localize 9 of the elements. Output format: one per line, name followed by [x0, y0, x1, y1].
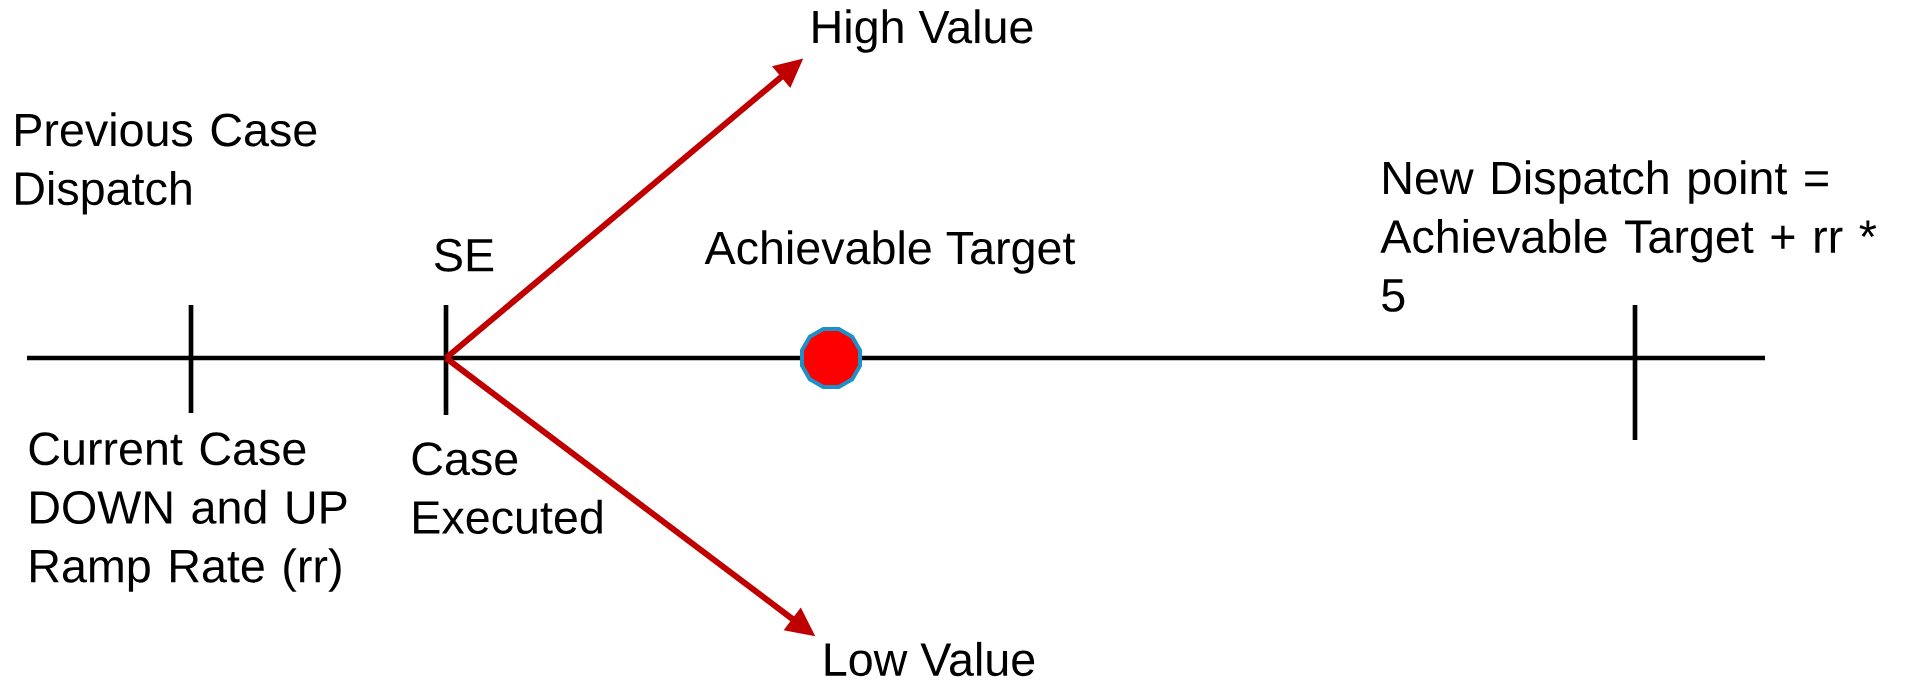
- text-label: Achievable Target: [704, 230, 1076, 274]
- text-label: Current Case DOWN and UP Ramp Rate (rr): [29, 432, 347, 592]
- text-label: Previous Case Dispatch: [16, 112, 317, 215]
- value-label: Low Value: [825, 641, 1035, 677]
- value-label: High Value: [813, 9, 1033, 53]
- text-label: Case Executed: [412, 442, 602, 534]
- target-point: [800, 327, 862, 389]
- text-label: New Dispatch point = Achievable Target + rr * 5: [1380, 160, 1877, 312]
- text-label: SE: [435, 238, 494, 272]
